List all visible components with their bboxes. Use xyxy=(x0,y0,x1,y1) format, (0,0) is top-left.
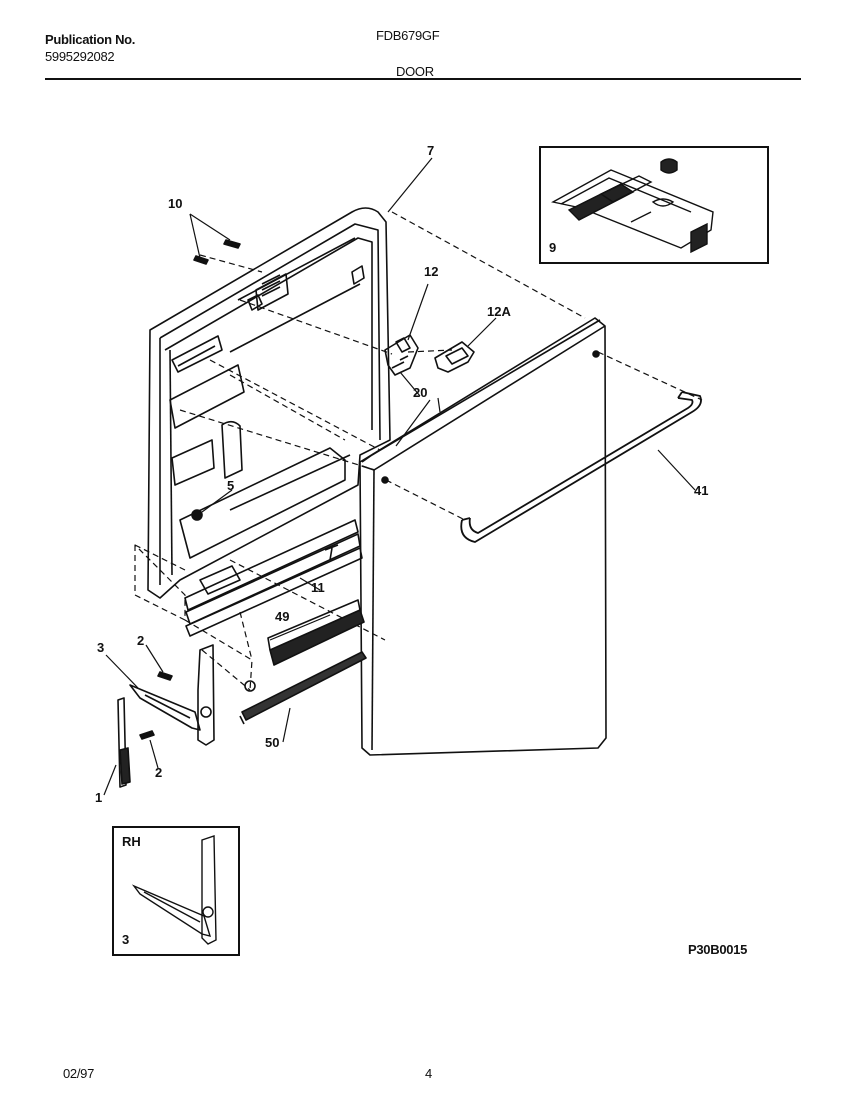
publication-label: Publication No. xyxy=(45,32,136,47)
callout-2-top: 2 xyxy=(137,633,145,648)
callout-49: 49 xyxy=(275,609,290,624)
door-handle-41 xyxy=(460,391,702,543)
callout-12a: 12A xyxy=(487,304,511,319)
latch-parts xyxy=(384,334,475,376)
screws-2 xyxy=(139,671,173,740)
kick-plate-49 xyxy=(267,599,365,666)
callout-12: 12 xyxy=(424,264,439,279)
callout-50: 50 xyxy=(265,735,280,750)
inner-door-liner xyxy=(147,207,391,599)
inset-9-label: 9 xyxy=(549,240,557,255)
callout-1: 1 xyxy=(95,790,103,805)
callout-20: 20 xyxy=(413,385,428,400)
section-title: DOOR xyxy=(396,64,434,79)
page-number: 4 xyxy=(425,1066,432,1081)
callout-5: 5 xyxy=(227,478,235,493)
callout-41: 41 xyxy=(694,483,709,498)
callout-2-bottom: 2 xyxy=(155,765,163,780)
callout-7: 7 xyxy=(427,143,435,158)
screws-10 xyxy=(193,239,241,265)
callout-3: 3 xyxy=(97,640,105,655)
vent-strip-11 xyxy=(184,519,363,637)
inset-rh-title: RH xyxy=(122,834,141,849)
callout-10: 10 xyxy=(168,196,183,211)
rh-hinge-icon xyxy=(131,835,217,945)
inset-rh-part: 3 xyxy=(122,932,130,947)
publication-number: 5995292082 xyxy=(45,49,115,64)
header-rule xyxy=(45,78,801,80)
model-number: FDB679GF xyxy=(376,28,440,43)
screw-5 xyxy=(191,509,203,521)
figure-code: P30B0015 xyxy=(688,942,748,957)
trim-strip-50 xyxy=(239,651,367,725)
inset-dispenser: 9 xyxy=(539,146,769,264)
inset-rh-hinge: RH 3 xyxy=(112,826,240,956)
outer-door-panel-20 xyxy=(359,317,607,756)
footer-date: 02/97 xyxy=(63,1066,95,1081)
callout-11: 11 xyxy=(311,580,325,595)
bracket-1 xyxy=(117,697,131,788)
hinge-arm-3 xyxy=(129,644,256,746)
dispenser-icon xyxy=(551,158,714,254)
